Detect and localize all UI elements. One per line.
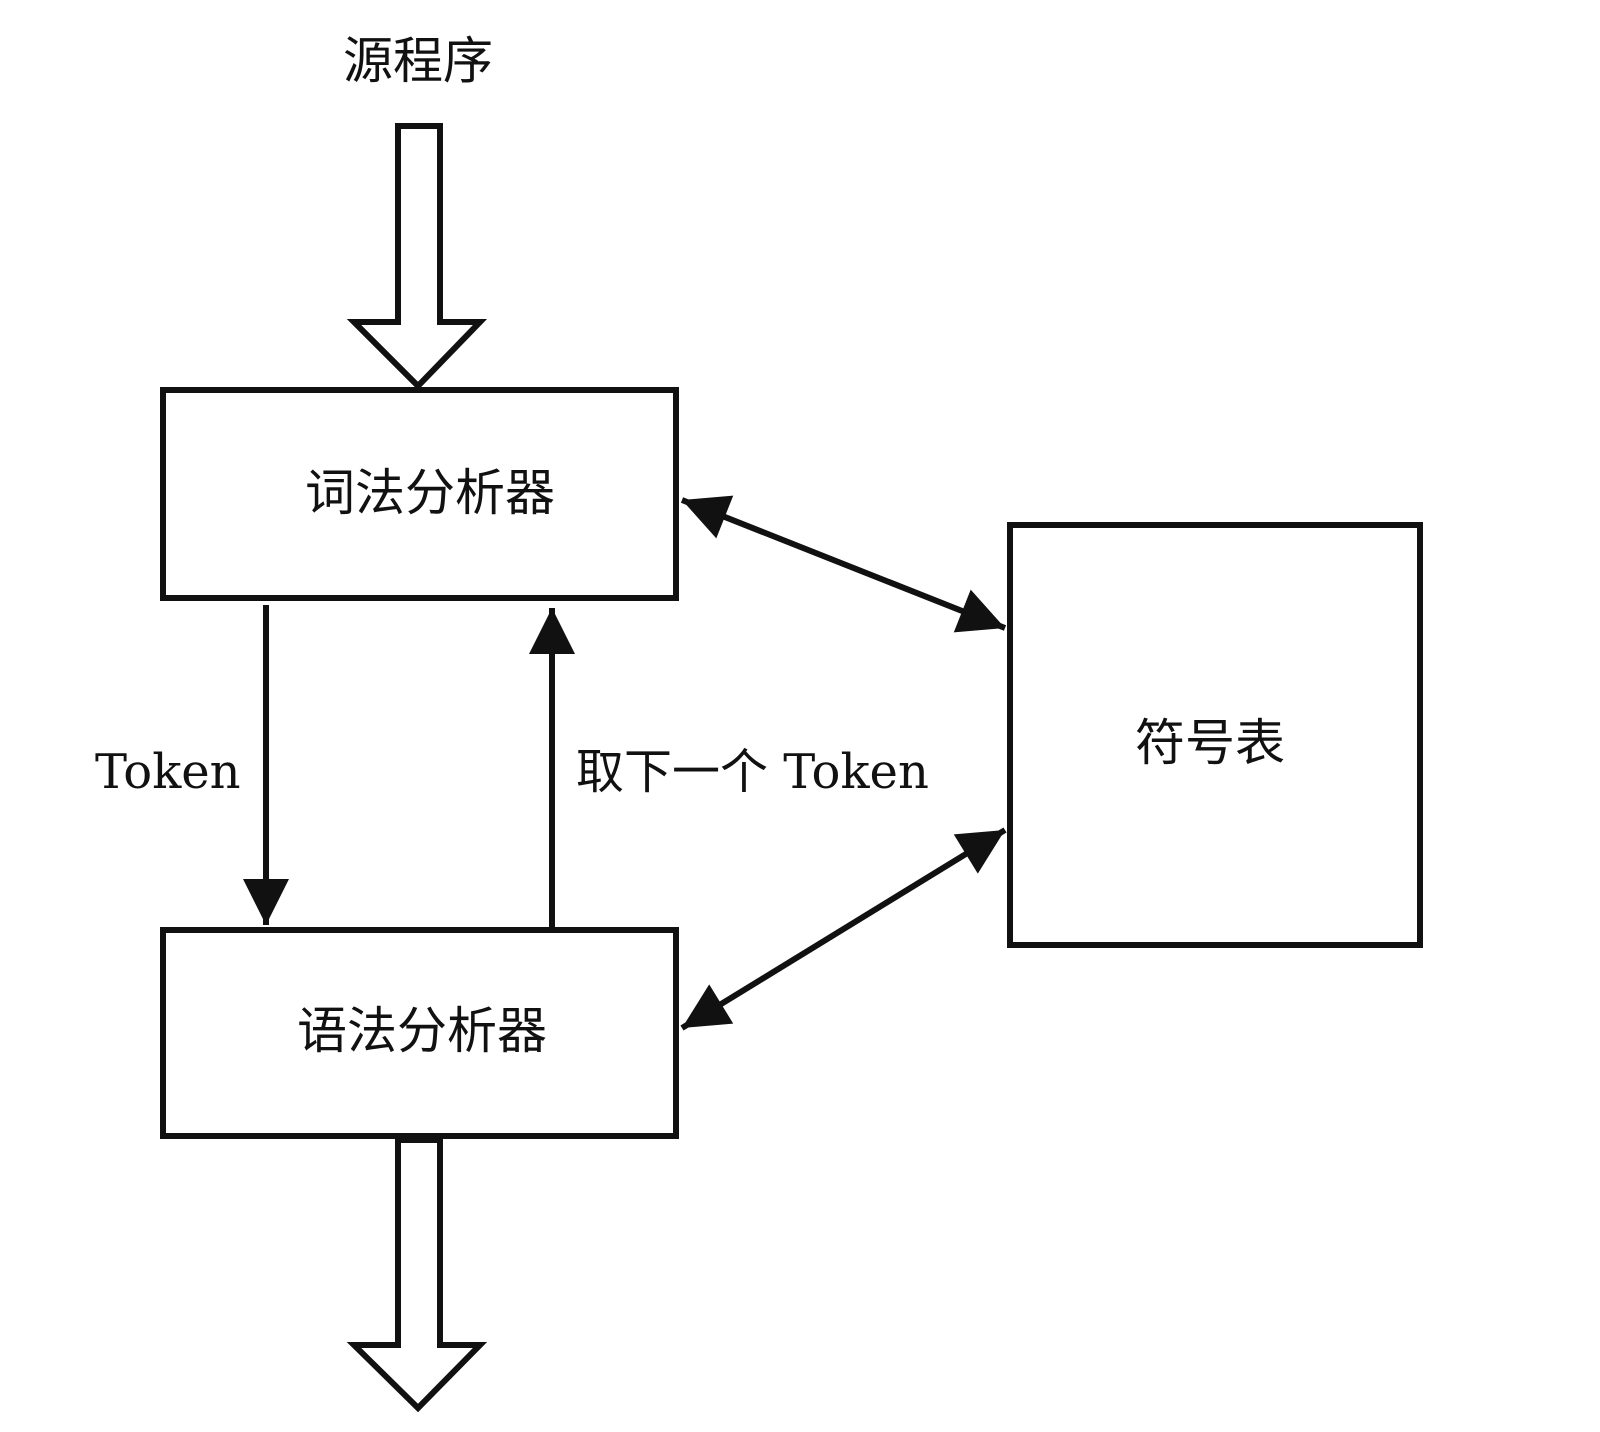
symbol-table-box <box>1007 522 1423 948</box>
symbol-table-label: 符号表 <box>1135 714 1285 772</box>
lexer-box <box>160 387 679 601</box>
token-label: Token <box>95 744 241 800</box>
lexer-symbol-table-arrow <box>680 495 1007 633</box>
source-input-arrow <box>346 123 488 391</box>
source-program-label: 源程序 <box>343 32 493 90</box>
parser-label: 语法分析器 <box>297 1002 547 1060</box>
lexer-label: 词法分析器 <box>305 464 555 522</box>
parser-box <box>160 927 679 1139</box>
next-token-label: 取下一个 Token <box>576 744 929 800</box>
parser-output-arrow <box>346 1137 488 1413</box>
parser-symbol-table-arrow <box>680 827 1007 1031</box>
